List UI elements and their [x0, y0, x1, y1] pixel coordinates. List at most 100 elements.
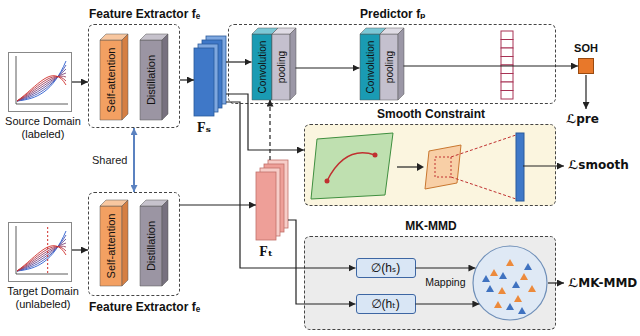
distillation-block: Distillation	[140, 200, 168, 286]
plot-curve	[17, 76, 66, 101]
plot-frame	[9, 53, 72, 112]
projection-line	[451, 177, 516, 199]
node-graphic	[8, 52, 72, 112]
plot-axes	[16, 56, 68, 104]
vector-cell	[501, 40, 513, 49]
loss-label: ℒsmooth	[568, 158, 629, 173]
box-heading: Smooth Constraint	[305, 107, 557, 122]
loss-arrow	[548, 282, 564, 283]
projection-line	[451, 135, 516, 157]
node-label: ∅(hₛ)	[357, 259, 415, 277]
block-face	[100, 40, 122, 120]
connector	[72, 249, 88, 250]
output-vector	[501, 31, 513, 99]
vector-cell	[501, 48, 513, 57]
plot-curve	[17, 243, 66, 271]
feature-extractor-box: Feature Extractor fₑSelf-attentionDistil…	[88, 24, 180, 128]
node-label: pooling	[382, 50, 395, 82]
tangent-plane	[425, 145, 461, 189]
box-heading: Feature Extractor fₑ	[89, 300, 249, 315]
feature-vector	[516, 133, 524, 201]
node-label: Source Domain (labeled)	[2, 115, 84, 141]
vector-cell	[501, 74, 513, 83]
connector	[288, 220, 356, 304]
node-label: pooling	[274, 50, 287, 82]
block-face	[140, 40, 162, 120]
connector	[180, 204, 256, 205]
block-face	[252, 34, 272, 100]
block-face	[360, 34, 380, 100]
connector	[269, 100, 270, 161]
arrow-head	[417, 163, 424, 171]
soh-output: SOH	[578, 58, 594, 74]
plot-curve	[17, 65, 66, 101]
plot-curve	[17, 246, 66, 271]
pooling-layer: pooling	[380, 28, 404, 100]
dashed-window	[435, 157, 451, 177]
node-graphic	[256, 160, 288, 240]
mk-mmd-box: MK-MMD∅(hₛ)∅(hₜ)Mapping	[304, 236, 556, 330]
node-label: SOH	[566, 41, 606, 55]
connector	[296, 67, 360, 68]
plot-curve	[17, 73, 66, 101]
manifold-curve	[327, 153, 375, 181]
plot-curve	[17, 231, 66, 271]
block-face	[398, 28, 404, 100]
sample-point	[506, 259, 514, 266]
pooling-layer: pooling	[272, 28, 296, 100]
connector	[180, 79, 194, 80]
node-graphic	[194, 36, 226, 116]
box-heading: Predictor fₚ	[229, 7, 557, 22]
node-label: Target Domain (unlabeled)	[2, 285, 84, 311]
block-face	[140, 206, 162, 286]
loss-arrow	[585, 75, 586, 109]
sample-point	[506, 303, 514, 310]
sample-point	[494, 301, 502, 308]
plot-curve	[17, 76, 66, 101]
box-heading: Feature Extractor fₑ	[89, 7, 249, 22]
node-label: Self-attention	[104, 213, 118, 278]
sample-point	[490, 269, 498, 276]
block-face	[380, 34, 398, 100]
sample-point	[524, 263, 532, 270]
plot-curve	[17, 239, 66, 271]
sample-point	[512, 281, 520, 288]
vector-cell	[501, 57, 513, 66]
sample-point	[486, 285, 494, 292]
sample-point	[518, 307, 526, 314]
plot-axes	[16, 226, 68, 274]
node-label: Convolution	[363, 40, 376, 93]
sample-point	[528, 285, 536, 292]
plot-curve	[17, 76, 66, 101]
smooth-constraint-box: Smooth Constraint	[304, 124, 556, 206]
feature-layer	[194, 48, 214, 116]
box-heading: MK-MMD	[305, 219, 557, 234]
connector	[416, 267, 476, 268]
mapping-circle	[473, 246, 547, 320]
source-domain-plot: Source Domain (labeled)	[8, 52, 72, 112]
connector	[72, 81, 88, 82]
block-face	[122, 34, 128, 120]
node-label: Distillation	[144, 220, 158, 270]
connector	[226, 61, 252, 62]
plot-curve	[17, 69, 66, 101]
vector-cell	[501, 91, 513, 100]
node-label: Fₛ	[194, 119, 214, 137]
vector-cell	[501, 31, 513, 40]
curve-point	[325, 179, 330, 184]
node-label: Convolution	[255, 40, 268, 93]
manifold	[311, 133, 393, 199]
sample-point	[514, 295, 522, 302]
kernel-map-box: ∅(hₛ)	[356, 258, 416, 278]
sample-point	[499, 272, 507, 279]
vector-cell	[501, 82, 513, 91]
plot-curve	[17, 235, 66, 271]
node-label: ∅(hₜ)	[357, 295, 415, 313]
target-feature-map: Fₜ	[256, 160, 288, 240]
flow-arrow	[397, 166, 417, 167]
plot-frame	[9, 223, 72, 282]
edge-label: Shared	[90, 153, 129, 167]
